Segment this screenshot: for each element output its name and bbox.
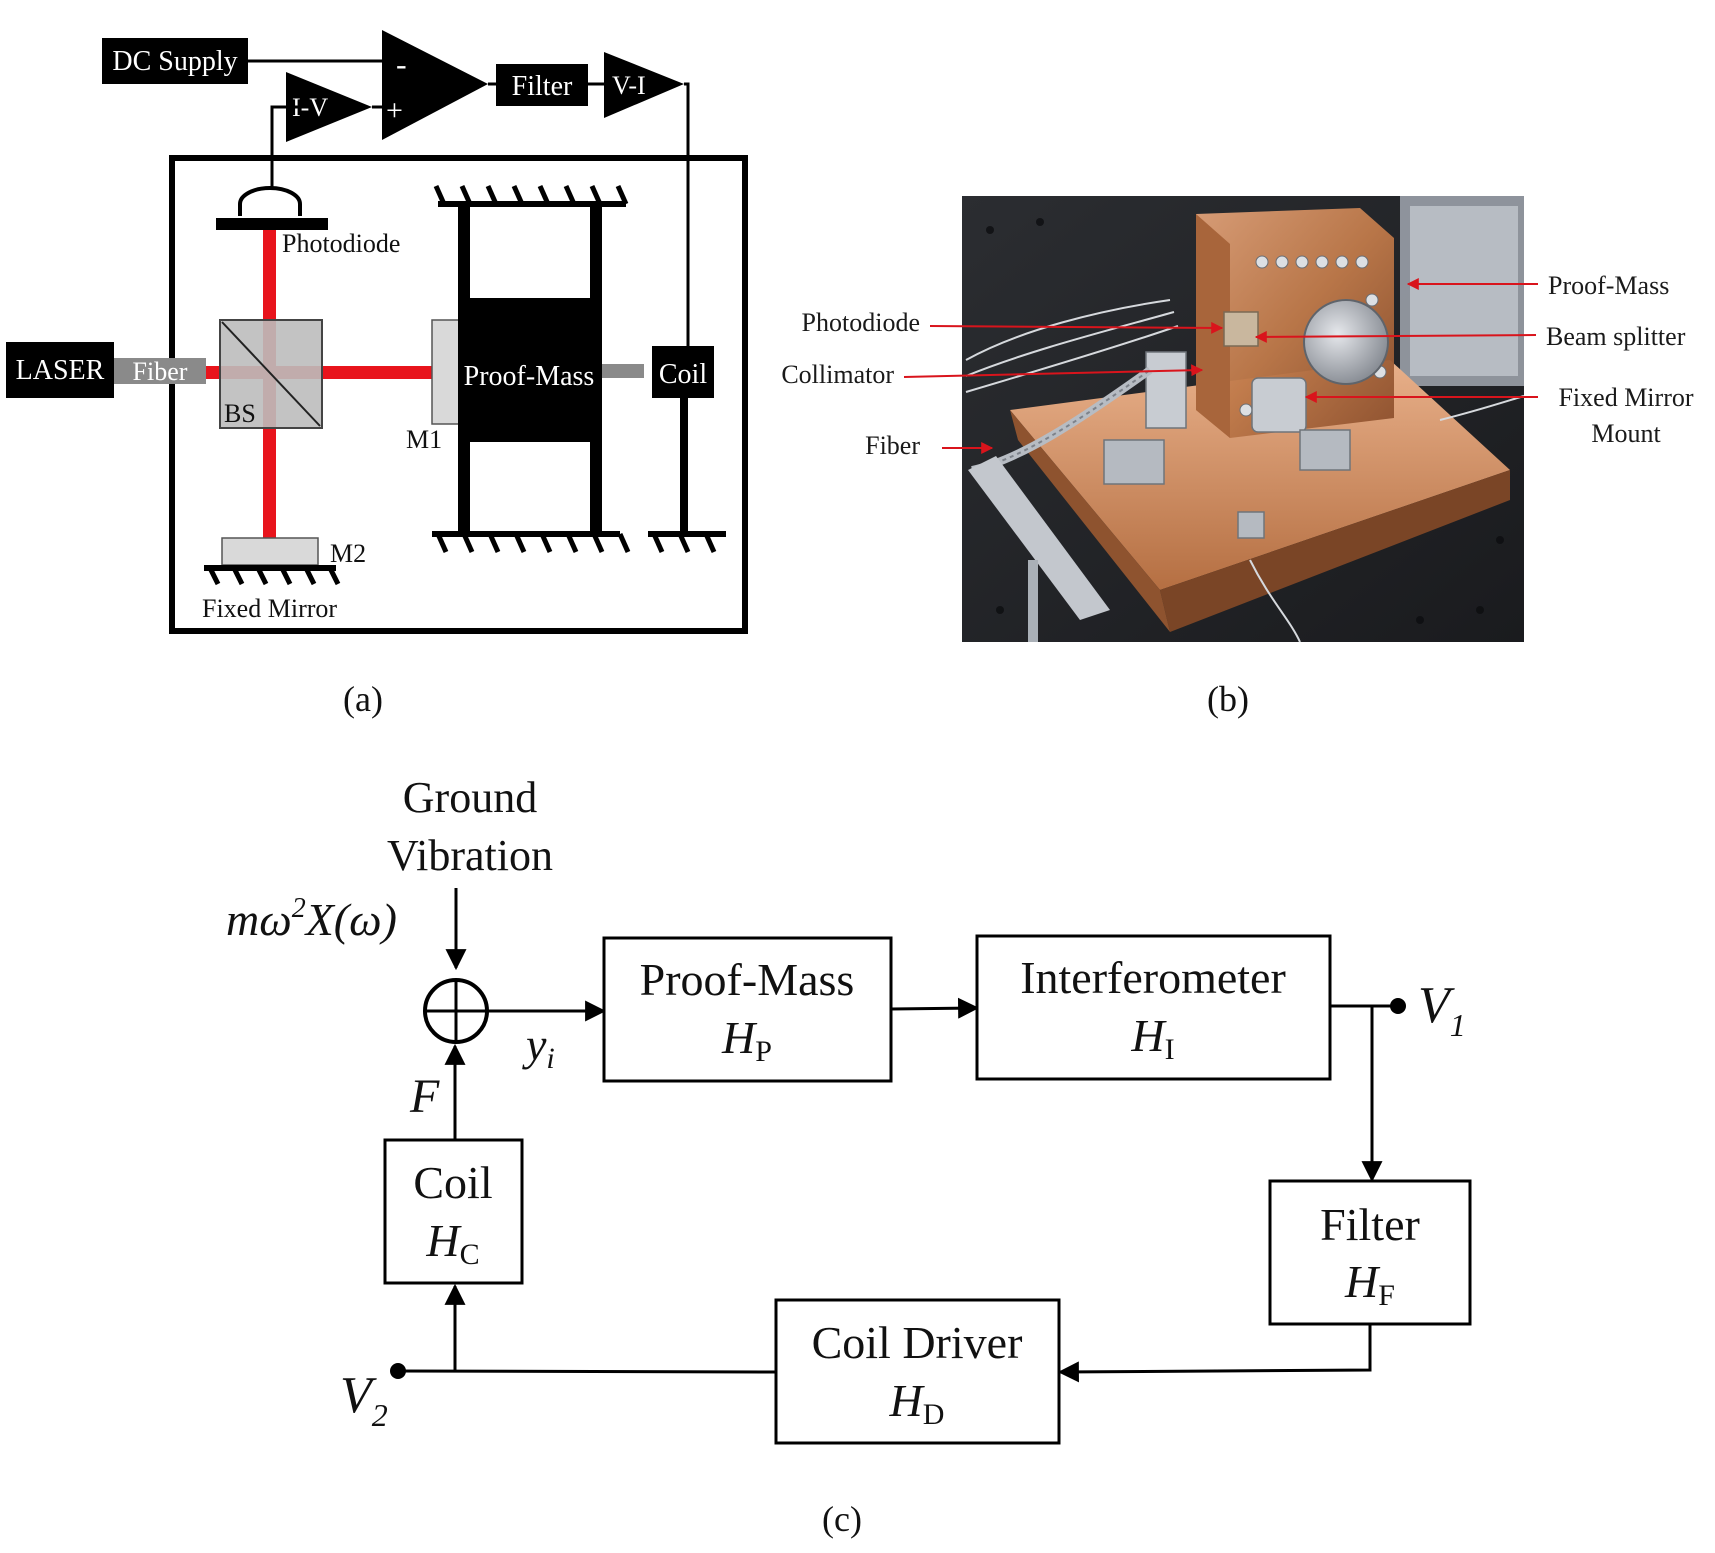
- v1-label: V1: [1418, 977, 1466, 1043]
- coil-label-a: Coil: [659, 359, 707, 390]
- laser-block: [6, 342, 114, 398]
- svg-text:Coil Driver: Coil Driver: [812, 1317, 1023, 1368]
- coil-block-c: Coil HC: [383, 1138, 524, 1285]
- svg-text:HI: HI: [1130, 1010, 1174, 1066]
- photo-label-fixed-mirror-1: Fixed Mirror: [1558, 383, 1693, 412]
- photo-label-beam-splitter: Beam splitter: [1546, 322, 1686, 351]
- amp-minus-sign: -: [396, 46, 407, 82]
- svg-text:HC: HC: [425, 1215, 479, 1271]
- enclosure: [169, 155, 748, 634]
- filter-block-a: [496, 64, 588, 106]
- photo-label-proof-mass: Proof-Mass: [1548, 271, 1669, 300]
- input-force-label: mω2X(ω): [226, 893, 397, 945]
- caption-b: (b): [1207, 679, 1249, 719]
- interferometer-block: Interferometer HI: [975, 934, 1332, 1081]
- panel-a-schematic: DC Supply - + Filter V-I I-V Photodiode …: [6, 30, 748, 719]
- v1-node: [1390, 998, 1406, 1014]
- proof-mass-label-a: Proof-Mass: [464, 361, 595, 392]
- vi-label: V-I: [612, 71, 646, 100]
- photodiode-symbol: [238, 186, 302, 216]
- amp-plus-sign: +: [386, 94, 403, 127]
- panel-c-block-diagram: Ground Vibration mω2X(ω) yi Proof-Mass H…: [226, 773, 1472, 1539]
- svg-text:HD: HD: [889, 1375, 945, 1431]
- panel-b-photo: Photodiode Collimator Fiber Proof-Mass B…: [781, 196, 1694, 719]
- svg-text:HF: HF: [1344, 1256, 1395, 1312]
- fixed-mirror-label-a: Fixed Mirror: [202, 594, 337, 623]
- filter-block-c: Filter HF: [1268, 1179, 1472, 1326]
- svg-text:HP: HP: [721, 1012, 772, 1068]
- laser-label: LASER: [16, 355, 105, 386]
- iv-converter: [286, 72, 372, 142]
- coil-driver-block: Coil Driver HD: [774, 1298, 1061, 1445]
- svg-text:Interferometer: Interferometer: [1020, 952, 1286, 1003]
- photo-label-collimator: Collimator: [781, 360, 894, 389]
- coil-block-a: [652, 346, 714, 398]
- v2-node: [390, 1363, 406, 1379]
- device-photo: [962, 196, 1525, 643]
- dc-supply-block: [102, 38, 248, 84]
- svg-text:Coil: Coil: [413, 1157, 492, 1208]
- bs-label: BS: [224, 399, 256, 428]
- f-label: F: [409, 1070, 440, 1123]
- proof-mass-block-c: Proof-Mass HP: [602, 936, 893, 1083]
- v2-label: V2: [340, 1367, 388, 1433]
- mirror-m2: [221, 537, 319, 566]
- svg-text:Proof-Mass: Proof-Mass: [640, 954, 855, 1005]
- photo-label-fiber: Fiber: [865, 431, 920, 460]
- vi-converter: [604, 52, 684, 118]
- proof-mass-block-a: [458, 298, 602, 442]
- fiber-bar: [114, 358, 206, 384]
- dc-supply-label: DC Supply: [112, 46, 237, 77]
- fiber-label-a: Fiber: [133, 357, 188, 386]
- photodiode-label-a: Photodiode: [282, 229, 400, 258]
- summing-junction: [423, 978, 489, 1044]
- m2-label: M2: [330, 539, 366, 568]
- caption-c: (c): [822, 1499, 862, 1539]
- magnet-rod: [602, 364, 644, 378]
- photo-label-photodiode: Photodiode: [802, 308, 920, 337]
- photo-label-fixed-mirror-2: Mount: [1591, 419, 1661, 448]
- photodiode-base: [216, 218, 328, 230]
- caption-a: (a): [343, 679, 383, 719]
- ground-label-line1: Ground: [403, 773, 537, 822]
- diff-amplifier: [382, 30, 488, 140]
- mirror-m1: [431, 319, 460, 425]
- filter-label-a: Filter: [512, 71, 573, 102]
- svg-text:Filter: Filter: [1320, 1199, 1420, 1250]
- yi-label: yi: [522, 1019, 555, 1075]
- ground-label-line2: Vibration: [387, 831, 553, 880]
- m1-label: M1: [406, 425, 442, 454]
